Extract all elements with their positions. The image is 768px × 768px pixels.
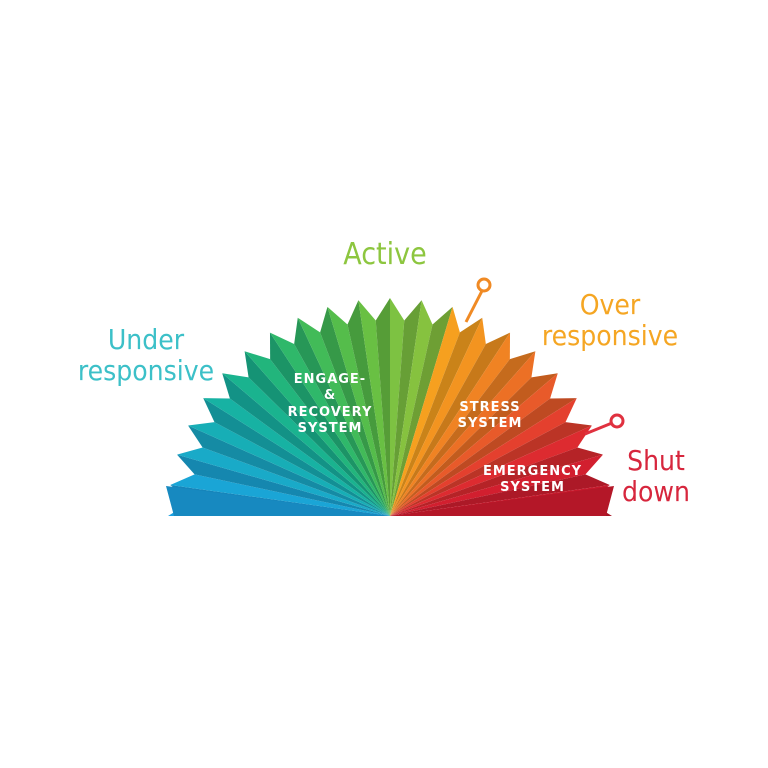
fan-pleat-light [170, 474, 390, 516]
fan-pleat-dark [347, 300, 390, 516]
fan-pleat-light [390, 300, 433, 516]
fan-pleat-dark [222, 373, 390, 516]
shutdown-pointer-dot [609, 413, 625, 429]
fan-pleat-light [297, 317, 390, 516]
under-responsive-label: Under responsive [77, 323, 215, 387]
fan-pleat-light [390, 454, 604, 516]
over-responsive-label: Over responsive [541, 288, 679, 352]
shutdown-label: Shut down [622, 444, 690, 508]
fan-pleat-dark [390, 447, 604, 516]
fan-pleat-dark [390, 398, 577, 516]
fan-base-right [390, 486, 614, 516]
fan-pleat-light [188, 422, 390, 516]
over-responsive-pointer-line [464, 286, 486, 323]
fan-pleat-dark [320, 306, 390, 516]
fan-pleat-dark [375, 298, 390, 516]
fan-pleat-light [203, 398, 390, 516]
fan-pleat-light [244, 351, 390, 516]
engage-recovery-system-label: ENGAGE- & RECOVERY SYSTEM [287, 372, 373, 436]
fan-blades [166, 298, 614, 516]
fan-pleat-light [390, 398, 577, 516]
shutdown-pointer-line [584, 421, 613, 436]
fan-pleat-dark [390, 474, 610, 516]
stress-system-label: STRESS SYSTEM [457, 400, 523, 432]
fan-pleat-light [358, 300, 390, 516]
fan-pleat-light [222, 373, 390, 516]
fan-pleat-dark [390, 306, 453, 516]
fan-base-left [166, 486, 390, 516]
fan-pleat-dark [170, 484, 390, 516]
fan-pleat-light [390, 306, 460, 516]
fan-pleat-dark [176, 454, 390, 516]
fan-pleat-dark [188, 425, 390, 516]
fan-pleat-light [390, 298, 405, 516]
emergency-system-label: EMERGENCY SYSTEM [482, 464, 583, 496]
fan-pleat-light [390, 317, 486, 516]
fan-pleat-light [390, 425, 592, 516]
fan-pleat-light [176, 447, 390, 516]
fan-pleat-dark [390, 332, 511, 516]
pointers [464, 277, 625, 436]
active-label: Active [343, 237, 427, 272]
over-responsive-pointer-dot [476, 277, 492, 293]
fan-pleat-dark [390, 300, 422, 516]
fan-pleat-dark [390, 422, 592, 516]
fan-pleat-light [269, 332, 390, 516]
fan-pleat-light [390, 484, 610, 516]
fan-pleat-light [390, 373, 558, 516]
fan-pleat-dark [269, 332, 390, 516]
fan-pleat-light [390, 332, 511, 516]
fan-pleat-dark [294, 317, 390, 516]
fan-pleat-light [327, 306, 390, 516]
fan-pleat-light [390, 351, 536, 516]
